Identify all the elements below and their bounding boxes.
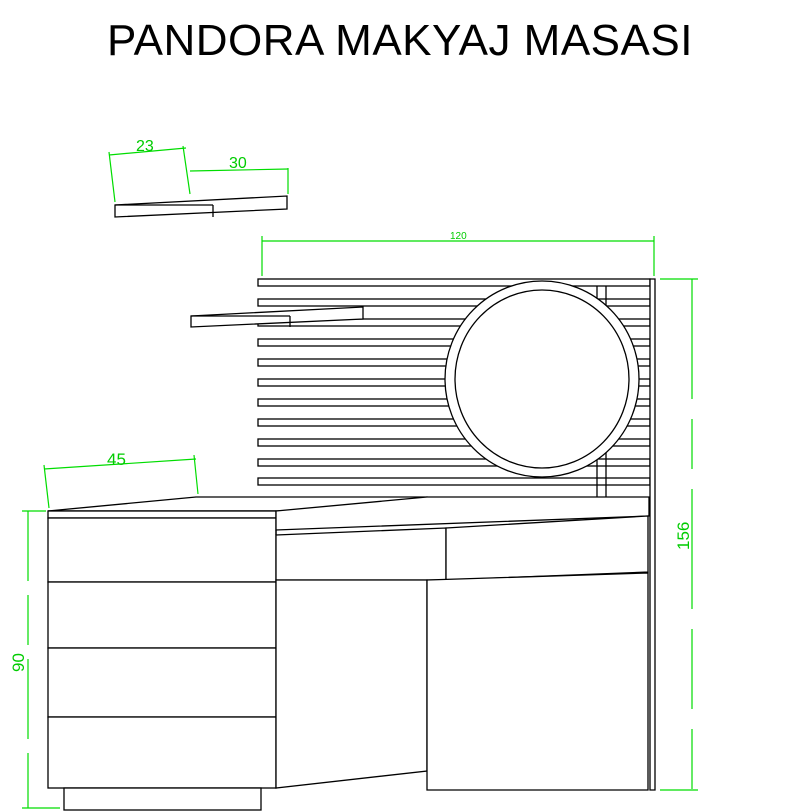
drawer-4 (47, 716, 277, 789)
dim-total-width: 120 (450, 231, 467, 242)
plinth (63, 787, 262, 811)
dim-shelf-depth: 23 (136, 138, 154, 155)
shelf-dimensions (108, 145, 289, 203)
drawing-title: PANDORA MAKYAJ MASASI (107, 16, 693, 65)
drawer-cabinet (47, 496, 428, 811)
dim-cabinet-depth: 45 (107, 450, 126, 469)
dimension-lines (22, 236, 698, 809)
round-mirror (444, 280, 640, 478)
dim-shelf-width: 30 (229, 155, 247, 172)
dim-total-height: 156 (674, 522, 693, 550)
dim-table-height: 90 (9, 653, 28, 672)
shelf-detail (114, 195, 288, 218)
drawer-2 (47, 581, 277, 649)
drawer-1 (47, 517, 277, 583)
table-body (275, 496, 650, 791)
wall-shelf (190, 306, 364, 328)
drawer-3 (47, 647, 277, 718)
